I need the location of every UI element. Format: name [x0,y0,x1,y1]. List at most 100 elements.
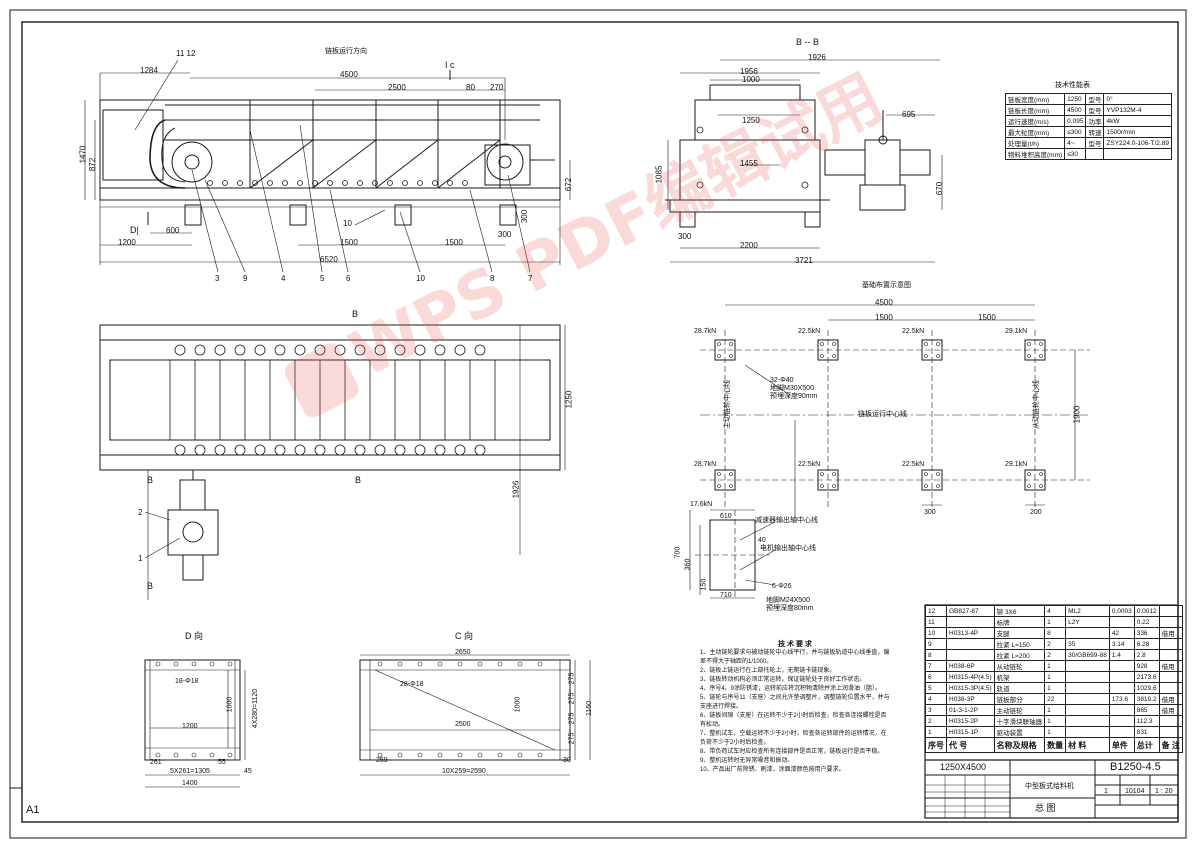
bom-cell: 0.22 [1133,616,1160,628]
view-c [359,654,591,776]
load-8: 29.1kN [1005,461,1028,468]
bom-cell: 借用 [1158,627,1183,639]
view-c-hole: 28-Φ18 [400,681,424,688]
tech-cell: 物料堆积高度(mm) [1004,148,1066,160]
bom-cell: 2173.6 [1133,671,1160,683]
dim-1956: 1956 [740,67,758,76]
tech-table-title: 技术性能表 [1055,82,1090,89]
bom-cell: 11 [925,616,947,628]
view-c-dim-259: 259 [376,757,388,764]
balloons-11-12: 11 12 [176,49,196,58]
bom-cell: 1029.6 [1133,682,1160,694]
bom-header-row: 序号代 号名称及规格数量材 料单件总计备 注 [925,737,1183,753]
view-c-dim-275a: 275 [568,672,576,685]
bom-cell: 928 [1133,660,1160,672]
bom-cell [1065,627,1110,639]
bom-cell [1065,693,1110,705]
balloon-4: 4 [281,274,286,283]
tech-cell: 最大粒度(mm) [1004,126,1066,138]
load-1: 28.7kN [694,328,717,335]
balloon-10-upper: 10 [343,219,352,228]
tech-cell: 功率 [1085,115,1105,127]
dim-2500: 2500 [388,83,406,92]
bom-header-cell: 总计 [1133,737,1160,753]
bom-cell: 22 [1044,693,1067,705]
dim-1500-found-b: 1500 [978,313,996,322]
view-d-dim-5x261: 5X261=1305 [170,768,210,775]
center-line-label: 链板运行中心线 [858,411,907,418]
main-elevation-view [84,59,571,273]
tech-req-item: 2、链板上链运行在上部托轮上，无爬链卡链现象。 [700,668,836,674]
load-7: 22.5kN [902,461,925,468]
tech-cell: 4500 [1064,104,1087,116]
bom-cell: 9 [925,638,947,650]
bom-cell [1065,704,1110,716]
tech-cell: 处理量(t/h) [1004,137,1066,149]
bom-cell: H0315-3P(4.5) [946,682,995,694]
tech-req-item: 4、序号4、9涂防锈漆，运转前应将沉积物清除并涂上润滑油（脂）。 [700,686,882,692]
view-c-dim-2650: 2650 [455,649,471,656]
flow-direction-note: 链板运行方向 [325,48,367,55]
tech-cell: 4kW [1103,115,1172,127]
bom-cell: 12 [925,605,947,617]
bom-cell: 2 [1044,638,1067,650]
dim-1470: 1470 [78,145,88,164]
bom-cell: 0.0003 [1108,605,1135,617]
bom-cell: 主动链轮 [993,704,1046,716]
tech-req-item: 10、产品出厂前除锈、刷漆，涂面漆颜色按用户要求。 [700,767,845,773]
bom-cell: 4 [1044,605,1067,617]
section-bb-view [665,59,943,263]
dim-610: 610 [720,513,732,520]
dim-360: 360 [684,558,692,571]
section-b-mid: B [355,475,362,485]
section-b-bottom: B [147,581,154,591]
bom-cell: 1.4 [1108,649,1135,661]
motor-bolt-2: 地脚M24X500 [766,597,810,604]
drawing-title: 总 图 [1035,803,1056,813]
tech-cell: 型号 [1085,137,1105,149]
tech-cell [1103,148,1172,160]
bom-cell [1108,616,1135,628]
bom-cell: H038-3P [946,693,995,705]
view-c-title: C 向 [455,631,474,641]
bolt-note-3: 预埋深度90mm [770,393,818,400]
dim-1926-plan: 1926 [511,480,521,499]
bom-cell [1158,616,1183,628]
tech-cell: 链板宽度(mm) [1004,93,1066,105]
bom-cell: 借用 [1158,704,1183,716]
tech-cell: ≤300 [1064,126,1087,138]
bom-cell: 2.8 [1133,649,1160,661]
bom-cell [1065,715,1110,727]
bom-cell: 1 [1044,726,1067,738]
dim-1500-found-a: 1500 [875,313,893,322]
tech-cell: 链板长度(mm) [1004,104,1066,116]
tech-req-item: 7、整机试车，空载运转不少于2小时，检查各运转部件的运转情况，在负荷不少于2小时… [700,731,887,746]
bom-cell: 借用 [1158,693,1183,705]
dim-710: 710 [720,592,732,599]
bom-cell: 2 [925,715,947,727]
balloon-3: 3 [215,274,220,283]
tech-cell: 型号 [1085,104,1105,116]
dim-1500a: 1500 [340,238,358,247]
view-c-dim-2500: 2500 [455,721,471,728]
section-mark-d: D| [130,225,139,235]
bom-cell: 标牌 [993,616,1046,628]
bom-cell: 链板部分 [993,693,1046,705]
bom-cell: 5 [925,682,947,694]
view-d-hole: 18-Φ18 [175,678,199,685]
motor-bolt-1: 6-Φ26 [772,583,792,590]
tech-cell: 1500r/min [1103,126,1172,138]
dim-80: 80 [466,83,475,92]
dim-872: 872 [88,157,98,172]
bom-cell [946,638,995,650]
bom-cell [1158,605,1183,617]
bom-cell: 3.14 [1108,638,1135,650]
